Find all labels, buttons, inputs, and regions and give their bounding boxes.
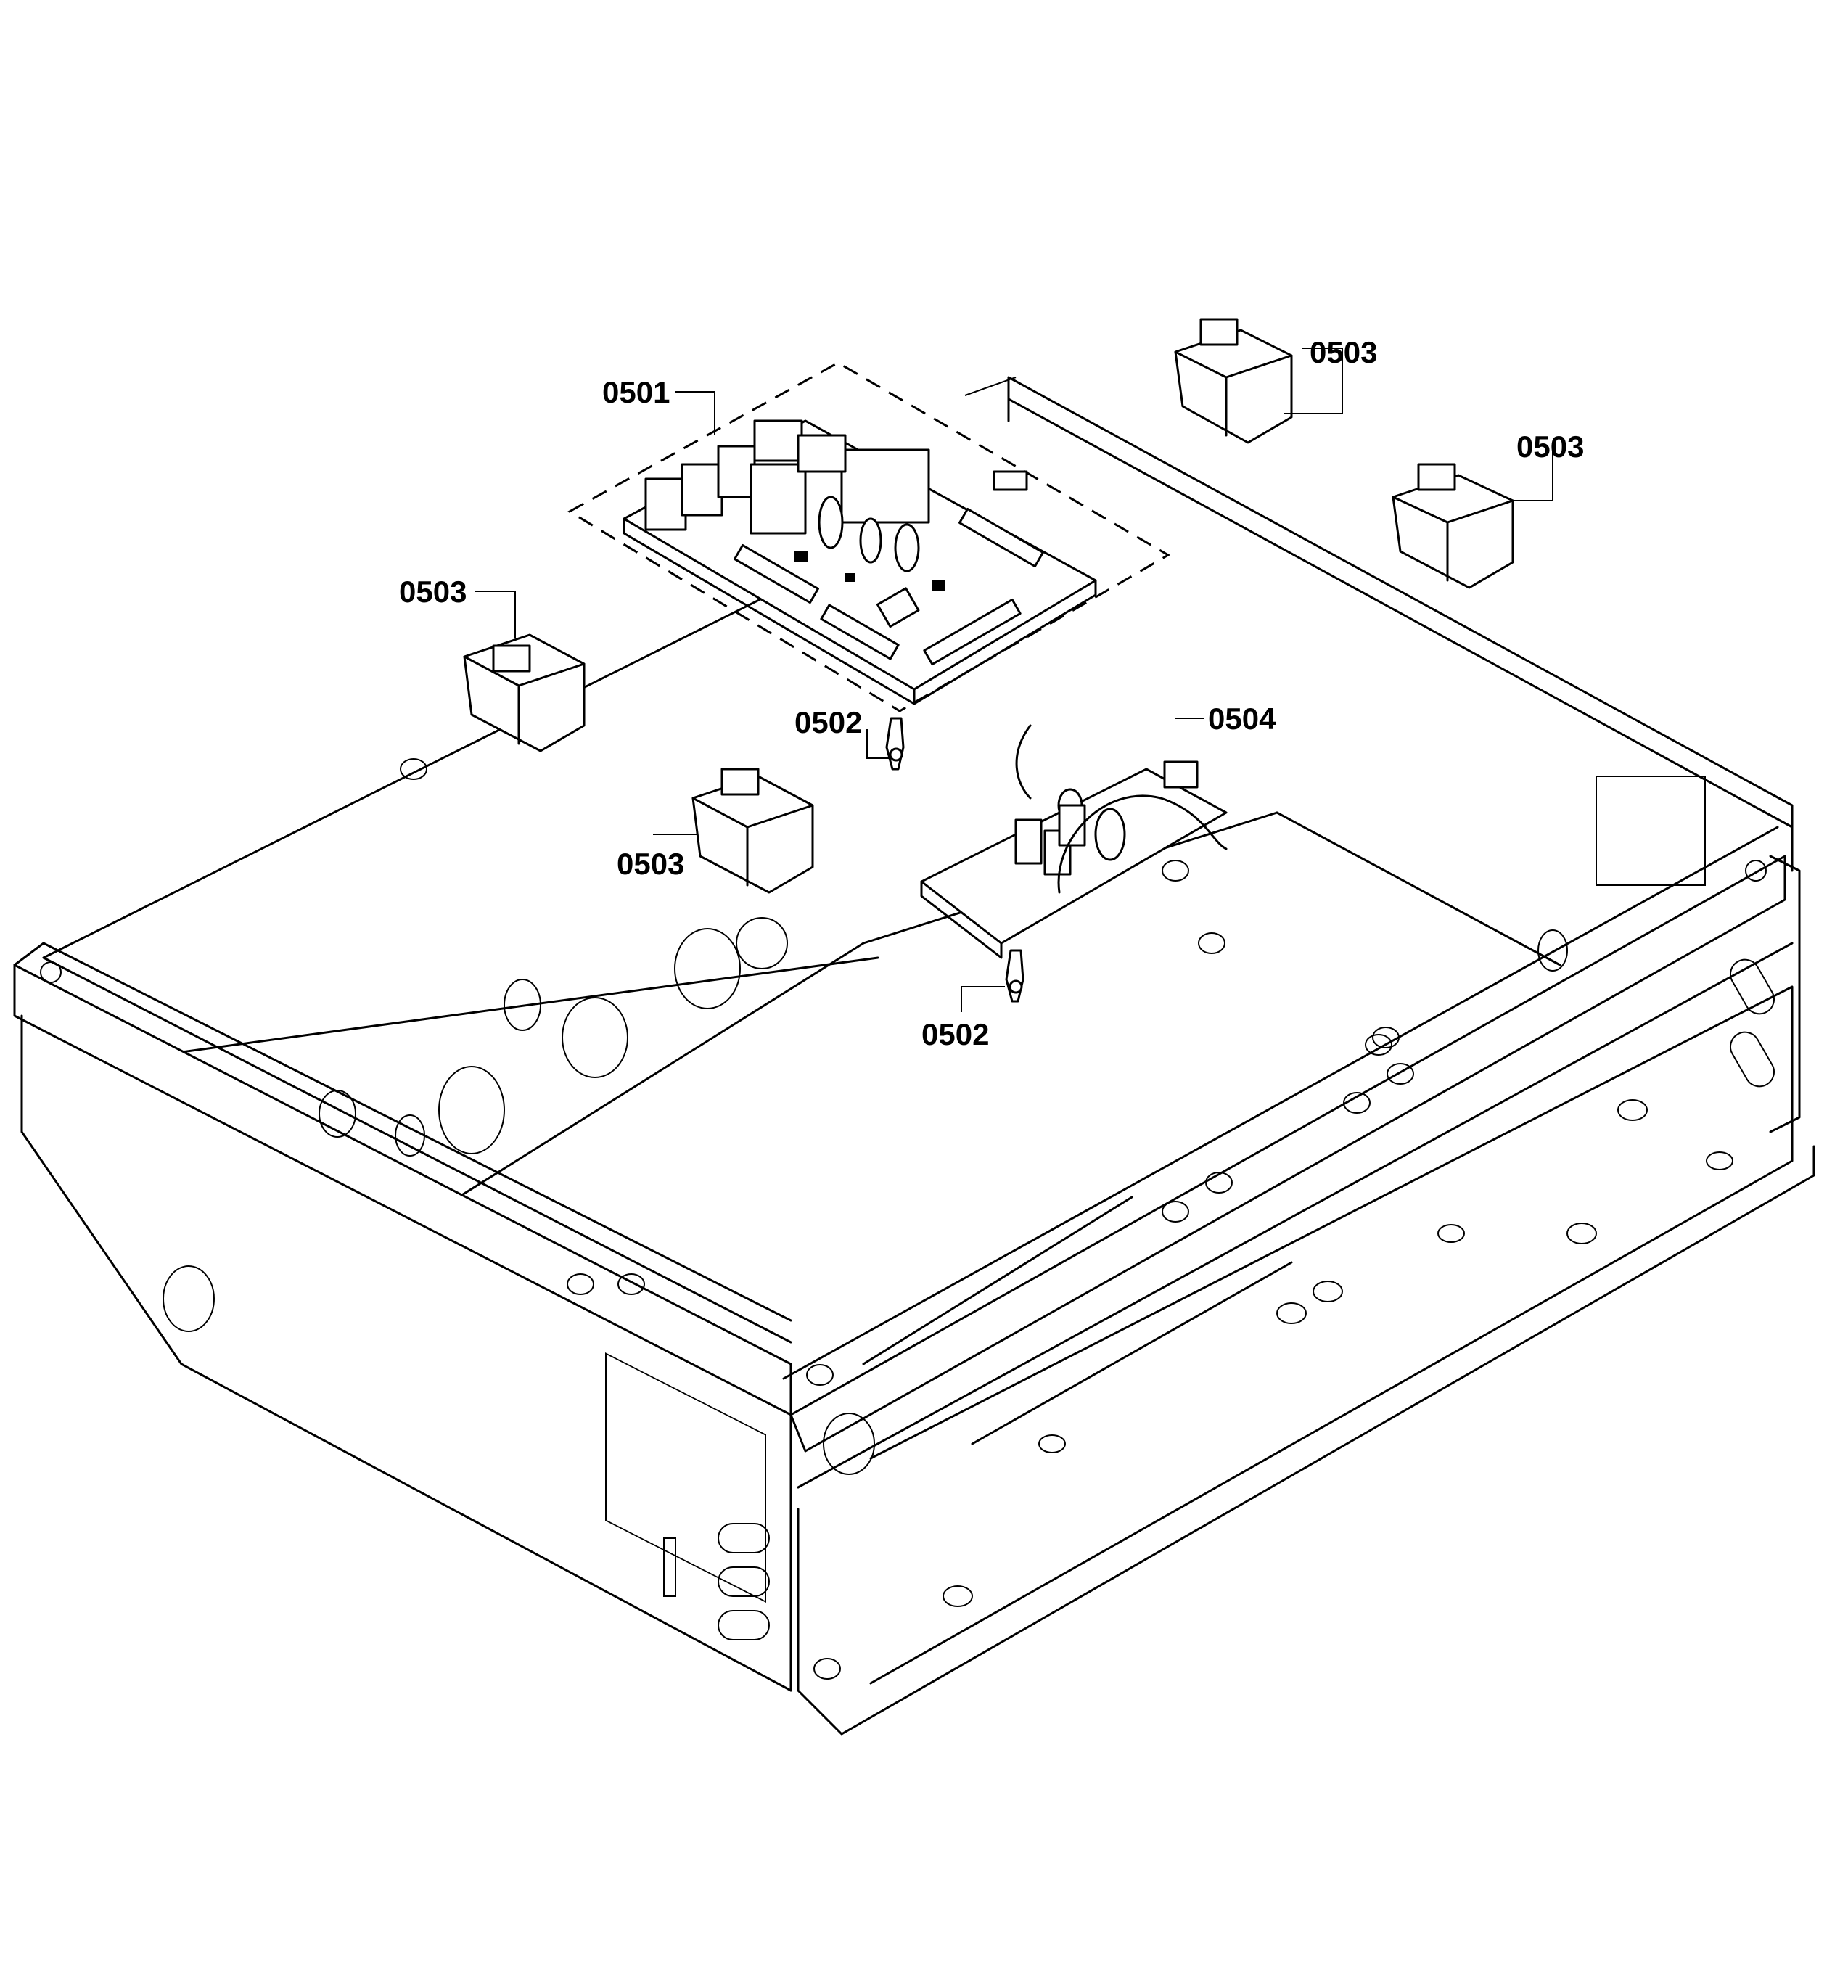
main-control-board xyxy=(567,361,1170,712)
callout-0504: 0504 xyxy=(1208,702,1276,736)
callout-labels: 0501 0503 0503 0503 0503 0504 0502 0502 xyxy=(399,335,1584,1051)
callout-0502-lower: 0502 xyxy=(921,1017,989,1051)
chassis-frame xyxy=(13,376,1815,1736)
filter-board xyxy=(920,724,1228,959)
callout-0503-mid: 0503 xyxy=(617,847,684,881)
leader-lines xyxy=(475,348,1553,1012)
callout-0503-left: 0503 xyxy=(399,575,467,609)
callout-0503-top-b: 0503 xyxy=(1516,430,1584,464)
callout-0503-top-a: 0503 xyxy=(1310,335,1377,369)
callout-0502-upper: 0502 xyxy=(794,705,862,739)
relay-mid xyxy=(691,768,814,894)
clip-lower xyxy=(1005,949,1024,1003)
floor-holes xyxy=(40,758,1767,1680)
relay-top-b xyxy=(1392,463,1514,589)
callout-0501: 0501 xyxy=(602,375,670,409)
clip-upper xyxy=(885,717,905,771)
relay-top-a xyxy=(1174,318,1293,444)
relay-left xyxy=(463,633,586,752)
